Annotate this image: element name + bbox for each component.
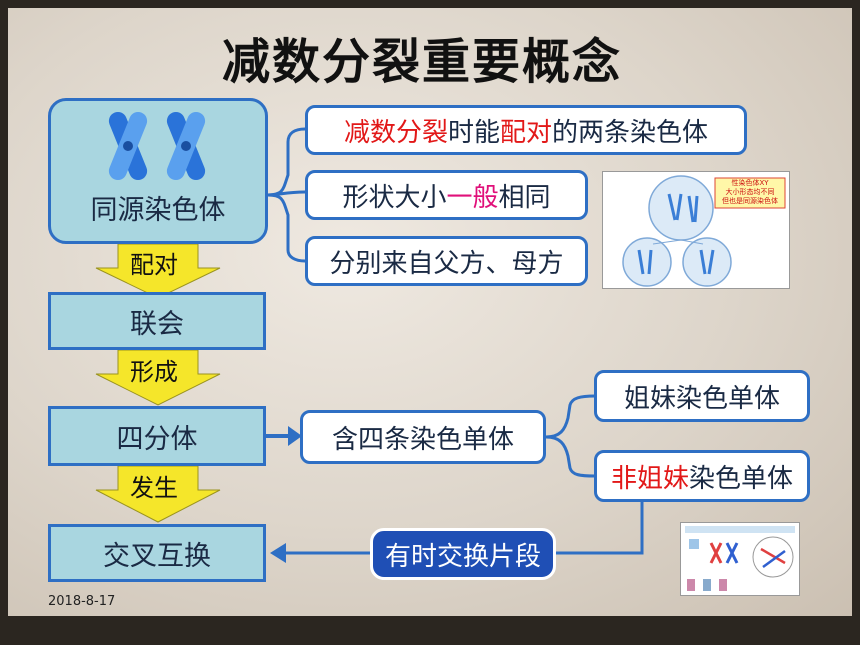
yellow-arrow-1 (95, 243, 221, 299)
yellow-arrow-2 (95, 349, 221, 406)
arrow-tetrad-contains-head (288, 426, 302, 446)
prop3-origin: 分别来自父方、母方 (329, 248, 564, 279)
prop1-pairing: 配对 (500, 117, 553, 148)
prop1-rest: 的两条染色体 (552, 117, 709, 148)
prop1-can: 时能 (447, 117, 500, 148)
slide-title: 减数分裂重要概念 (222, 34, 623, 90)
sometimes-exchange-label: 有时交换片段 (384, 541, 541, 572)
crossover-label: 交叉互换 (103, 540, 211, 572)
cell-division-illustration (603, 172, 789, 288)
prop-pairing-box: 减数分裂时能配对的两条染色体 (305, 105, 747, 155)
prop-shape-box: 形状大小一般相同 (305, 170, 588, 220)
nonsister-box: 非姐妹染色单体 (594, 450, 810, 502)
prop-origin-box: 分别来自父方、母方 (305, 236, 588, 286)
synapsis-label: 联会 (130, 308, 184, 340)
bracket-chromatids (545, 394, 596, 439)
arrow-label-forms: 形成 (130, 358, 178, 386)
bracket-chromatids-low (545, 435, 596, 478)
arrow-label-pairing: 配对 (130, 251, 178, 279)
crossover-box: 交叉互换 (48, 524, 266, 582)
contains-box: 含四条染色单体 (300, 410, 546, 464)
prop1-meiosis: 减数分裂 (343, 117, 448, 148)
tetrad-box: 四分体 (48, 406, 266, 466)
contains-label: 含四条染色单体 (331, 424, 514, 455)
prop2-shape: 形状大小 (342, 182, 447, 213)
sometimes-exchange-box: 有时交换片段 (370, 528, 556, 580)
nonsister-rest: 染色单体 (689, 463, 794, 494)
note-line-3: 但也是同源染色体 (722, 197, 778, 205)
homologous-label: 同源染色体 (90, 195, 226, 226)
note-line-1: 性染色体XY (731, 179, 769, 187)
synapsis-box: 联会 (48, 292, 266, 350)
bracket-homologous-low (267, 193, 306, 263)
line-nonsister-crossover (556, 502, 644, 555)
arrow-label-occurs: 发生 (130, 474, 178, 502)
thumbnail-note: 性染色体XY 大小形态均不同 但也是同源染色体 (715, 179, 785, 206)
arrow-crossover-head (270, 543, 286, 563)
note-line-2: 大小形态均不同 (725, 188, 775, 196)
homologous-box: 同源染色体 (48, 98, 268, 244)
crossover-diagram-thumbnail (680, 522, 800, 596)
meiosis-diagram-thumbnail: 性染色体XY 大小形态均不同 但也是同源染色体 (602, 171, 790, 289)
sister-box: 姐妹染色单体 (594, 370, 810, 422)
crossover-illustration (681, 523, 799, 595)
slide-date: 2018-8-17 (48, 594, 116, 609)
nonsister-highlight: 非姐妹 (610, 463, 689, 494)
yellow-arrow-3 (95, 465, 221, 523)
chromosome-xx-icon (108, 111, 206, 181)
bracket-homologous (267, 127, 306, 197)
prop2-same: 相同 (498, 182, 551, 213)
tetrad-label: 四分体 (116, 423, 198, 455)
prop2-generally: 一般 (446, 182, 499, 213)
sister-label: 姐妹染色单体 (623, 383, 780, 414)
